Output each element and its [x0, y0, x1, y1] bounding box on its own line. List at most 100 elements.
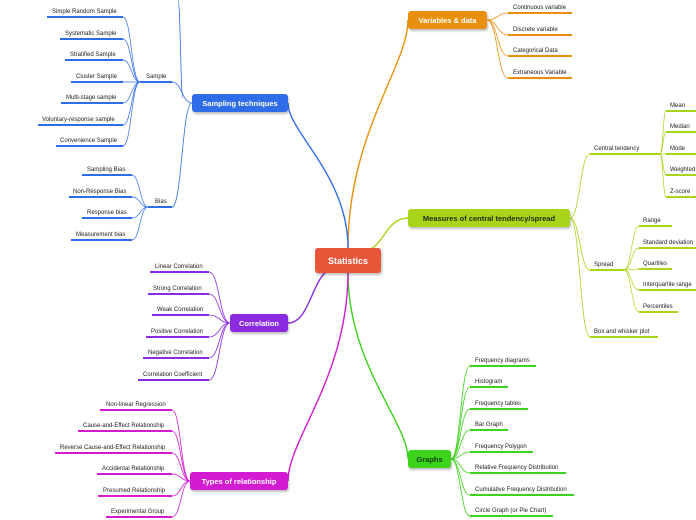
- leaf-non-response-bias[interactable]: Non-Response Bias: [73, 189, 127, 195]
- connector-line: [122, 81, 141, 147]
- leaf-cause-and-effect-relationship[interactable]: Cause-and-Effect Relationship: [83, 423, 165, 429]
- leaf-circle-graph[interactable]: Circle Graph (or Pie Chart): [475, 508, 547, 514]
- leaf-stratified-sample[interactable]: Stratified Sample: [70, 52, 116, 58]
- leaf-frequency-diagrams[interactable]: Frequency diagrams: [475, 358, 530, 364]
- leaf-cluster-sample[interactable]: Cluster Sample: [76, 74, 118, 80]
- central-topic[interactable]: Statistics: [315, 248, 381, 273]
- sub-spread[interactable]: Spread: [594, 262, 614, 268]
- connector-line: [208, 314, 231, 324]
- connector-line: [122, 38, 141, 83]
- leaf-standard-deviation[interactable]: Standard deviation: [643, 240, 694, 246]
- connector-line: [659, 153, 667, 198]
- connector-line: [347, 19, 409, 249]
- connector-line: [287, 271, 349, 482]
- connector-line: [569, 217, 591, 338]
- leaf-cumulative-frequency-distribution[interactable]: Cumulative Frequency Distribution: [475, 487, 567, 493]
- connector-line: [659, 110, 667, 155]
- leaf-discrete-variable[interactable]: Discrete variable: [513, 27, 558, 33]
- connector-line: [131, 174, 149, 208]
- leaf-experimental-group[interactable]: Experimental Group: [111, 509, 165, 515]
- leaf-linear-correlation[interactable]: Linear Correlation: [155, 264, 203, 270]
- leaf-weighted[interactable]: Weighted: [670, 167, 696, 173]
- connector-line: [569, 153, 591, 219]
- leaf-weak-correlation[interactable]: Weak Correlation: [157, 307, 204, 313]
- leaf-positive-correlation[interactable]: Positive Correlation: [151, 329, 204, 335]
- leaf-response-bias[interactable]: Response bias: [87, 210, 127, 216]
- connector-line: [171, 102, 193, 208]
- connector-line: [569, 217, 591, 271]
- connector-line: [623, 269, 640, 313]
- connector-line: [623, 268, 640, 271]
- leaf-presumed-relationship[interactable]: Presumed Relationship: [103, 488, 166, 494]
- topic-correlation[interactable]: Correlation: [230, 314, 288, 332]
- connector-line: [177, 0, 184, 99]
- sub-sample[interactable]: Sample: [146, 74, 167, 80]
- sub-central-tendency[interactable]: Central tendency: [594, 146, 640, 152]
- connector-line: [450, 451, 471, 460]
- connector-line: [450, 429, 471, 460]
- connector-line: [122, 59, 141, 83]
- leaf-measurement-bias[interactable]: Measurement bias: [76, 232, 126, 238]
- leaf-interquartile-range[interactable]: Interquartile range: [643, 282, 692, 288]
- leaf-median[interactable]: Median: [670, 124, 690, 130]
- connector-line: [659, 131, 667, 155]
- leaf-continuous-variable[interactable]: Continuous variable: [513, 5, 567, 11]
- leaf-bar-graph[interactable]: Bar Graph: [475, 422, 503, 428]
- connector-line: [171, 480, 191, 497]
- leaf-voluntary-response-sample[interactable]: Voluntary-response sample: [42, 117, 115, 123]
- leaf-systematic-sample[interactable]: Systematic Sample: [65, 31, 117, 37]
- leaf-mode[interactable]: Mode: [670, 146, 686, 152]
- sub-box-and-whisker-plot[interactable]: Box and whisker plot: [594, 329, 650, 335]
- leaf-simple-random-sample[interactable]: Simple Random Sample: [52, 9, 117, 15]
- connector-line: [287, 102, 349, 249]
- connector-line: [208, 322, 231, 381]
- topic-graphs[interactable]: Graphs: [408, 450, 451, 468]
- leaf-relative-frequency-distribution[interactable]: Relative Frequency Distribution: [475, 465, 559, 471]
- connector-line: [623, 247, 640, 271]
- connector-line: [208, 271, 231, 324]
- leaf-categorical-data[interactable]: Categorical Data: [513, 48, 558, 54]
- leaf-correlation-coefficient[interactable]: Correlation Coefficient: [143, 372, 203, 378]
- connector-line: [359, 217, 409, 253]
- connector-line: [486, 19, 509, 79]
- topic-variables-data[interactable]: Variables & data: [408, 11, 487, 29]
- topic-types-of-relationship[interactable]: Types of relationship: [190, 472, 288, 490]
- connector-line: [486, 12, 509, 21]
- leaf-strong-correlation[interactable]: Strong Correlation: [153, 286, 202, 292]
- leaf-reverse-cause-and-effect-relationship[interactable]: Reverse Cause-and-Effect Relationship: [60, 445, 166, 451]
- leaf-accidental-relationship[interactable]: Accidental Relationship: [102, 466, 165, 472]
- topic-measures-central-tendency-spread[interactable]: Measures of central tendency/spread: [408, 209, 570, 227]
- connector-line: [450, 386, 471, 460]
- connector-line: [287, 267, 337, 324]
- leaf-frequency-polygon[interactable]: Frequency Polygon: [475, 444, 527, 450]
- leaf-negative-correlation[interactable]: Negative Correlation: [148, 350, 203, 356]
- connector-line: [208, 293, 231, 324]
- sub-bias[interactable]: Bias: [155, 199, 167, 205]
- connector-line: [450, 408, 471, 460]
- connector-line: [347, 271, 409, 460]
- connector-line: [122, 81, 141, 126]
- connector-line: [171, 480, 191, 518]
- leaf-convenience-sample[interactable]: Convenience Sample: [60, 138, 118, 144]
- leaf-extraneous-variable[interactable]: Extraneous Variable: [513, 70, 567, 76]
- leaf-z-score[interactable]: Z-score: [670, 189, 691, 195]
- leaf-non-linear-regression[interactable]: Non-linear Regression: [106, 402, 166, 408]
- connector-line: [171, 409, 191, 482]
- leaf-percentiles[interactable]: Percentiles: [643, 304, 673, 310]
- connector-line: [122, 16, 141, 83]
- leaf-frequency-tables[interactable]: Frequency tables: [475, 401, 522, 407]
- leaf-range[interactable]: Range: [643, 218, 661, 224]
- leaf-mean[interactable]: Mean: [670, 103, 686, 109]
- connector-line: [450, 365, 471, 460]
- leaf-multi-stage-sample[interactable]: Multi-stage sample: [66, 95, 117, 101]
- connector-line: [450, 458, 471, 517]
- connector-line: [623, 225, 640, 271]
- leaf-quartiles[interactable]: Quartiles: [643, 261, 668, 267]
- topic-sampling-techniques[interactable]: Sampling techniques: [192, 94, 288, 112]
- leaf-histogram[interactable]: Histogram: [475, 379, 503, 385]
- leaf-sampling-bias[interactable]: Sampling Bias: [87, 167, 126, 173]
- connector-line: [122, 81, 141, 104]
- connector-line: [131, 206, 149, 241]
- connector-line: [623, 269, 640, 291]
